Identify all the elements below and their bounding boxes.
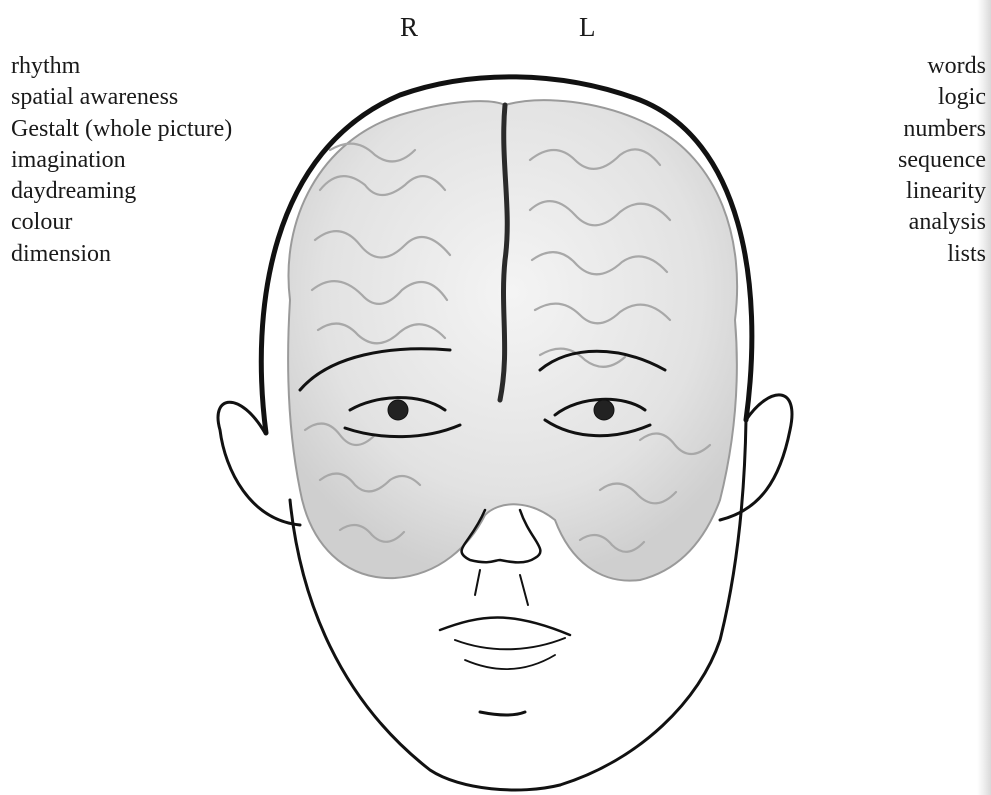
function-words: words xyxy=(898,51,986,82)
left-hemisphere-label: L xyxy=(579,12,596,42)
function-linearity: linearity xyxy=(898,176,986,207)
brain xyxy=(288,100,737,580)
function-spatial-awareness: spatial awareness xyxy=(11,82,232,113)
function-analysis: analysis xyxy=(898,207,986,238)
function-logic: logic xyxy=(898,82,986,113)
function-lists: lists xyxy=(898,239,986,270)
function-imagination: imagination xyxy=(11,145,232,176)
function-rhythm: rhythm xyxy=(11,51,232,82)
function-colour: colour xyxy=(11,207,232,238)
right-hemisphere-label: R xyxy=(400,12,418,42)
left-brain-functions-list: words logic numbers sequence linearity a… xyxy=(898,51,986,270)
function-gestalt: Gestalt (whole picture) xyxy=(11,114,232,145)
function-daydreaming: daydreaming xyxy=(11,176,232,207)
function-sequence: sequence xyxy=(898,145,986,176)
right-brain-functions-list: rhythm spatial awareness Gestalt (whole … xyxy=(11,51,232,270)
function-numbers: numbers xyxy=(898,114,986,145)
function-dimension: dimension xyxy=(11,239,232,270)
